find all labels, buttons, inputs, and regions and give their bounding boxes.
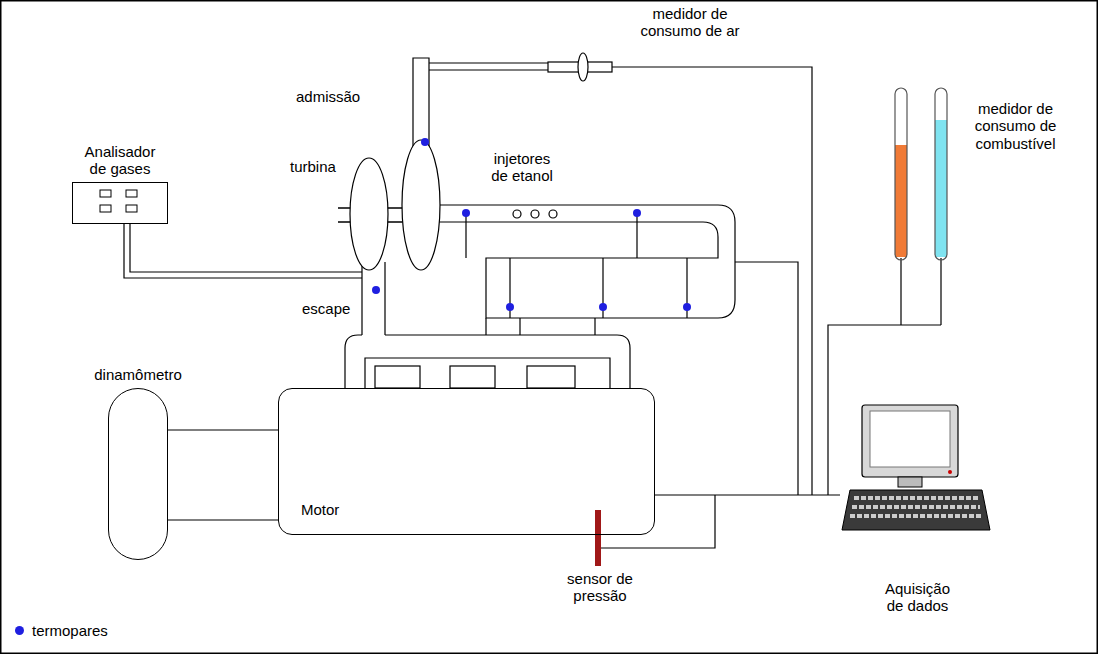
connector <box>655 494 840 495</box>
exhaust-manifold <box>345 335 630 388</box>
analyzer-button <box>100 205 111 212</box>
pressure-sensor-label: sensor de pressão <box>560 570 640 605</box>
dynamometer-shaft <box>168 519 278 520</box>
compressor <box>402 140 440 270</box>
node-label: Aquisição de dados <box>880 580 955 615</box>
exhaust-manifold-inner <box>365 358 610 388</box>
data-acquisition-computer: Aquisição de dados <box>840 400 995 614</box>
cylinder-head <box>375 366 420 388</box>
connector <box>168 429 278 430</box>
cylinder-head <box>527 366 575 388</box>
fuel-level-orange <box>895 145 907 257</box>
thermocouple-wires <box>466 213 637 258</box>
node-label: Motor <box>301 501 339 518</box>
thermocouple <box>506 303 514 311</box>
injector <box>549 210 557 218</box>
fuel-meter-tube <box>895 88 907 260</box>
thermocouple <box>421 138 429 146</box>
turbine-label: turbina <box>290 158 348 175</box>
intake-ducts <box>486 318 595 335</box>
engine-block: Motor <box>278 388 655 535</box>
fuel-meter-label: medidor de consumo de combustível <box>968 100 1063 152</box>
legend-text: termopares <box>32 622 108 639</box>
injector-label: injetores de etanol <box>486 150 558 185</box>
thermocouple <box>462 209 470 217</box>
legend-swatch <box>15 626 24 635</box>
gas-analyzer: Analisador de gases <box>72 182 168 224</box>
gas-sample-line <box>124 224 362 278</box>
air-meter-ring <box>578 53 588 81</box>
pressure-sensor <box>595 510 601 566</box>
node-text-group: dinamômetro <box>94 366 182 383</box>
computer <box>842 405 990 530</box>
turbine <box>350 158 388 270</box>
analyzer-buttons <box>100 190 137 212</box>
node-text-group: Analisador de gases <box>78 143 163 178</box>
intake-runners <box>510 258 687 318</box>
node-label: Analisador de gases <box>78 143 163 178</box>
pipes <box>124 58 941 548</box>
intake-pipe <box>413 58 548 150</box>
thermocouple <box>599 303 607 311</box>
legend-entry: termopares <box>15 622 108 639</box>
manifold-wire <box>735 262 798 495</box>
node-label: dinamômetro <box>94 366 182 383</box>
monitor-stand <box>898 477 922 487</box>
node-text-group: Motor <box>301 501 339 518</box>
injector <box>531 210 539 218</box>
thermocouple <box>633 209 641 217</box>
node-text-group: Aquisição de dados <box>880 580 955 615</box>
shaft-stubs <box>338 208 402 222</box>
cylinder-head <box>450 366 495 388</box>
analyzer-button <box>126 205 137 212</box>
injector <box>513 210 521 218</box>
keyboard <box>842 490 990 530</box>
cylinder-heads <box>375 366 575 388</box>
thermocouple <box>372 286 380 294</box>
keyboard-keys <box>850 498 982 516</box>
analyzer-button <box>126 190 137 197</box>
sensor-wire <box>600 495 715 548</box>
analyzer-button <box>100 190 111 197</box>
thermocouple <box>683 303 691 311</box>
thermocouples <box>372 138 691 311</box>
fuel-level-cyan <box>935 120 947 257</box>
screen <box>870 411 950 467</box>
fuel-meter-tube <box>935 88 947 260</box>
air-meter-label: medidor de consumo de ar <box>635 5 745 40</box>
dynamometer: dinamômetro <box>108 388 168 560</box>
air-meter-wire <box>612 67 812 495</box>
power-led <box>948 470 952 474</box>
exhaust-pipe <box>362 262 385 335</box>
intake-label: admissão <box>296 88 376 105</box>
intake-manifold <box>440 205 735 318</box>
ethanol-injectors <box>513 210 557 218</box>
exhaust-label: escape <box>302 300 358 317</box>
monitor <box>862 405 958 477</box>
